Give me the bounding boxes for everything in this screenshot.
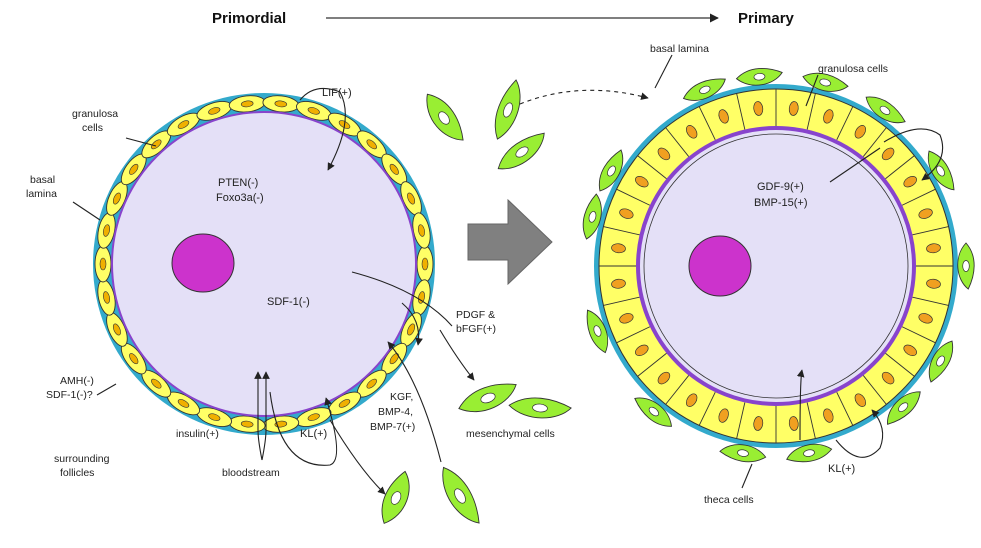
label-theca-cells: theca cells — [704, 494, 754, 506]
label-pdgf-bfgf: PDGF & bFGF(+) — [456, 309, 498, 335]
mesenchymal-cell — [434, 462, 486, 530]
amh-pointer — [97, 384, 116, 395]
mesenchymal-cell — [418, 88, 469, 148]
primary-basal-lamina-pointer — [655, 55, 672, 88]
granulosa-cell-nucleus — [422, 258, 428, 270]
granulosa-cell-nucleus — [100, 258, 106, 270]
primordial-follicle — [93, 93, 435, 435]
theca-cell — [736, 67, 783, 87]
label-lif: LIF(+) — [322, 87, 352, 99]
label-kgf-bmp: KGF, BMP-4, BMP-7(+) — [370, 391, 416, 433]
migration-dashed-arrow — [520, 90, 648, 104]
basal-lamina-pointer — [73, 202, 100, 220]
mesenchymal-cell — [455, 377, 521, 419]
primary-heading: Primary — [738, 10, 795, 27]
theca-pointer — [742, 464, 752, 488]
primary-follicle — [594, 84, 958, 448]
primary-oocyte — [638, 128, 914, 404]
label-basal-lamina-left: basal lamina — [26, 174, 58, 200]
label-basal-lamina-right: basal lamina — [650, 43, 709, 55]
mesenchymal-cell — [508, 396, 571, 421]
theca-cell — [958, 243, 974, 289]
label-sdf1: SDF-1(-) — [267, 296, 310, 308]
label-amh-sdf1: AMH(-) SDF-1(-)? — [46, 375, 97, 401]
primordial-nucleus — [172, 234, 234, 292]
label-surrounding-follicles: surrounding follicles — [54, 453, 112, 479]
label-mesenchymal-cells: mesenchymal cells — [466, 428, 555, 440]
pdgf-arrow-out — [440, 330, 474, 380]
label-granulosa-cells: granulosa cells — [72, 108, 121, 134]
mesenchymal-cell — [374, 468, 418, 528]
primordial-oocyte — [112, 112, 416, 416]
big-gray-right-arrow-icon — [468, 200, 552, 284]
label-bloodstream: bloodstream — [222, 467, 280, 479]
label-kl-right: KL(+) — [828, 463, 855, 475]
label-insulin: insulin(+) — [176, 428, 219, 440]
primordial-heading: Primordial — [212, 10, 286, 27]
primary-nucleus — [689, 236, 751, 296]
mesenchymal-cell — [488, 78, 528, 143]
label-granulosa-cells-right: granulosa cells — [818, 63, 888, 75]
label-kl: KL(+) — [300, 428, 327, 440]
